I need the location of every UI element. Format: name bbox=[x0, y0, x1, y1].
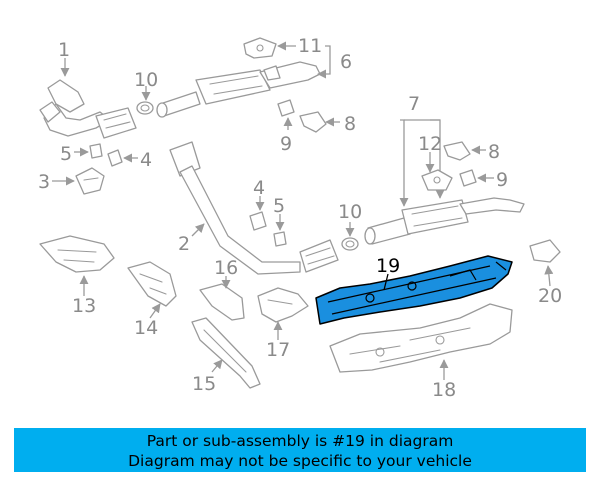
part-16-heat-shield bbox=[199, 283, 245, 321]
callout-20: 20 bbox=[538, 285, 562, 307]
part-10-clamp-lower bbox=[341, 237, 359, 251]
leader-2 bbox=[191, 223, 205, 237]
part-4-clamp-left bbox=[107, 149, 123, 167]
callout-6: 6 bbox=[340, 51, 352, 73]
callout-8-lower: 8 bbox=[488, 141, 500, 163]
exhaust-parts-diagram: 1 10 11 6 9 8 5 4 3 2 4 5 10 7 12 8 9 13… bbox=[38, 35, 562, 401]
leader-14 bbox=[149, 303, 161, 319]
callout-8-upper: 8 bbox=[344, 113, 356, 135]
callout-2: 2 bbox=[178, 233, 190, 255]
part-1-catalytic-converter bbox=[39, 79, 137, 139]
leader-20 bbox=[544, 265, 554, 287]
callout-4-left: 4 bbox=[140, 149, 152, 171]
leader-6 bbox=[317, 45, 331, 79]
callout-18: 18 bbox=[432, 379, 456, 401]
part-5-gasket-middle bbox=[273, 231, 287, 247]
callout-12: 12 bbox=[418, 133, 442, 155]
callout-1: 1 bbox=[58, 39, 70, 61]
callout-5-left: 5 bbox=[60, 143, 72, 165]
part-17-heat-shield bbox=[257, 287, 309, 323]
part-6-muffler-upper bbox=[156, 61, 321, 118]
callout-11: 11 bbox=[298, 35, 322, 57]
part-8-bracket-lower bbox=[443, 141, 471, 161]
info-banner: Part or sub-assembly is #19 in diagram D… bbox=[14, 428, 586, 472]
callout-10-lower: 10 bbox=[338, 201, 362, 223]
callout-14: 14 bbox=[134, 317, 158, 339]
part-14-heat-shield bbox=[127, 261, 177, 307]
part-15-heat-shield bbox=[191, 317, 261, 389]
part-9-isolator-upper bbox=[277, 99, 295, 117]
banner-line-1: Part or sub-assembly is #19 in diagram bbox=[146, 432, 454, 450]
part-9-isolator-lower bbox=[459, 169, 477, 187]
banner-line-2: Diagram may not be specific to your vehi… bbox=[128, 452, 472, 470]
part-2-front-pipe bbox=[169, 141, 339, 275]
part-20-bracket bbox=[529, 239, 561, 263]
part-7-muffler-lower bbox=[364, 197, 525, 245]
callout-7: 7 bbox=[408, 93, 420, 115]
callout-17: 17 bbox=[266, 339, 290, 361]
part-4-clamp-middle bbox=[249, 211, 267, 231]
part-10-clamp-upper bbox=[136, 101, 154, 115]
part-18-heat-shield bbox=[329, 303, 513, 373]
part-11-hanger bbox=[243, 37, 281, 81]
part-13-heat-shield bbox=[39, 235, 115, 273]
callout-15: 15 bbox=[192, 373, 216, 395]
callout-4-middle: 4 bbox=[253, 177, 265, 199]
callout-3: 3 bbox=[38, 171, 50, 193]
callout-5-middle: 5 bbox=[273, 195, 285, 217]
callout-10-upper: 10 bbox=[134, 69, 158, 91]
leader-15 bbox=[211, 359, 223, 373]
leader-19 bbox=[383, 273, 389, 291]
part-12-hanger bbox=[421, 169, 453, 191]
part-19-heat-shield-highlighted[interactable] bbox=[315, 255, 513, 325]
leader-7a bbox=[399, 119, 409, 207]
callout-9-lower: 9 bbox=[496, 169, 508, 191]
callout-19: 19 bbox=[376, 255, 400, 277]
callout-16: 16 bbox=[214, 257, 238, 279]
part-5-gasket-left bbox=[89, 143, 103, 159]
callout-13: 13 bbox=[72, 295, 96, 317]
part-8-bracket-upper bbox=[299, 111, 327, 133]
callout-9-upper: 9 bbox=[280, 133, 292, 155]
part-3-bracket bbox=[75, 167, 105, 195]
